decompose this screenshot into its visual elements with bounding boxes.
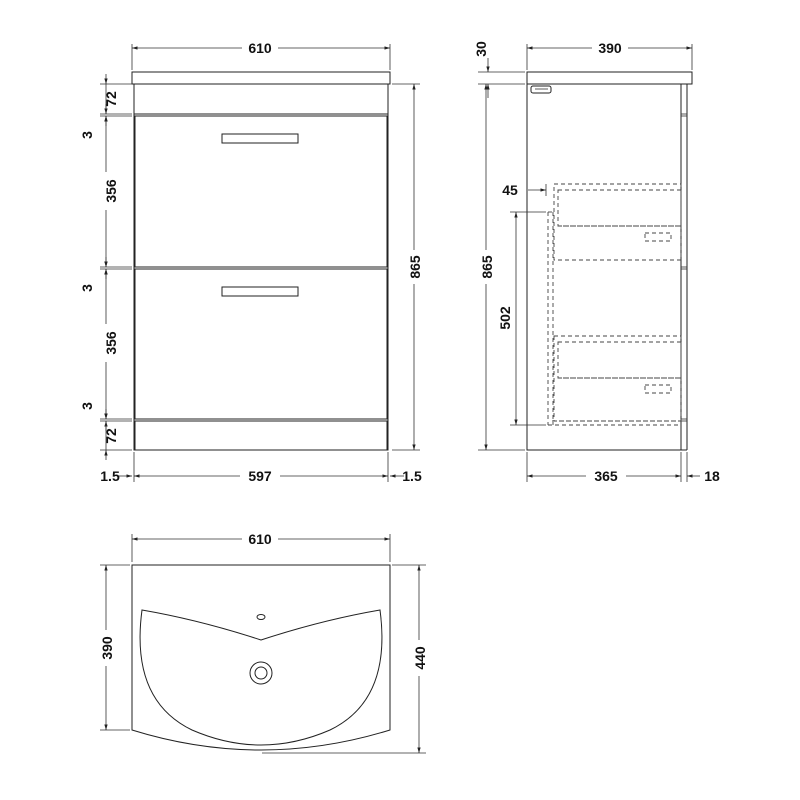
dim-front-gap-lower: 3: [79, 402, 95, 410]
dim-front-side-gap-left: 1.5: [100, 468, 120, 484]
basin-bowl: [139, 609, 383, 746]
dim-side-basin-thickness: 30: [473, 41, 489, 57]
waste-outer: [249, 661, 273, 685]
dim-front-gap-upper: 3: [79, 131, 95, 139]
overflow-detail: [530, 85, 552, 94]
dim-front-side-gap-right: 1.5: [402, 468, 422, 484]
carcass-side: [526, 83, 682, 451]
dim-front-overall-height: 865: [407, 255, 423, 279]
tap-hole: [256, 614, 266, 620]
front-view: 610 597 1.5 1.5 865 72: [79, 39, 423, 484]
plinth-front: [134, 420, 388, 451]
dim-side-overall-depth: 390: [598, 40, 622, 56]
dim-top-depth-centre: 440: [412, 646, 428, 670]
dim-top-depth-sides: 390: [99, 636, 115, 660]
lower-drawer-front: [134, 268, 388, 420]
dim-side-drawer-offset: 45: [502, 182, 518, 198]
dim-side-drawer-box-height: 502: [497, 306, 513, 330]
dim-side-carcass-depth: 365: [594, 468, 618, 484]
dim-top-overall-width: 610: [248, 531, 272, 547]
waste-inner: [254, 666, 268, 680]
basin-outline-top: [131, 564, 391, 751]
dim-front-drawer-lower: 356: [103, 331, 119, 355]
dim-front-plinth: 72: [103, 428, 119, 444]
side-view: 390 30 865 45 502 365 18: [473, 39, 720, 484]
hidden-drawer-boxes: [547, 183, 682, 426]
upper-drawer-front: [134, 115, 388, 268]
dim-side-front-thickness: 18: [704, 468, 720, 484]
basin-top-side: [526, 71, 693, 85]
dim-front-carcass-width: 597: [248, 468, 272, 484]
dim-front-gap-middle: 3: [79, 284, 95, 292]
upper-drawer-handle: [221, 133, 299, 144]
dim-front-drawer-upper: 356: [103, 179, 119, 203]
top-view: 610 390 440: [98, 530, 428, 754]
front-left-dimension-chain: 72 3 356 3 356 3 72: [79, 74, 132, 460]
dim-front-top-rail: 72: [103, 91, 119, 107]
lower-drawer-handle: [221, 286, 299, 297]
dim-front-overall-width: 610: [248, 40, 272, 56]
basin-top-front: [131, 71, 391, 85]
dim-side-overall-height: 865: [479, 255, 495, 279]
